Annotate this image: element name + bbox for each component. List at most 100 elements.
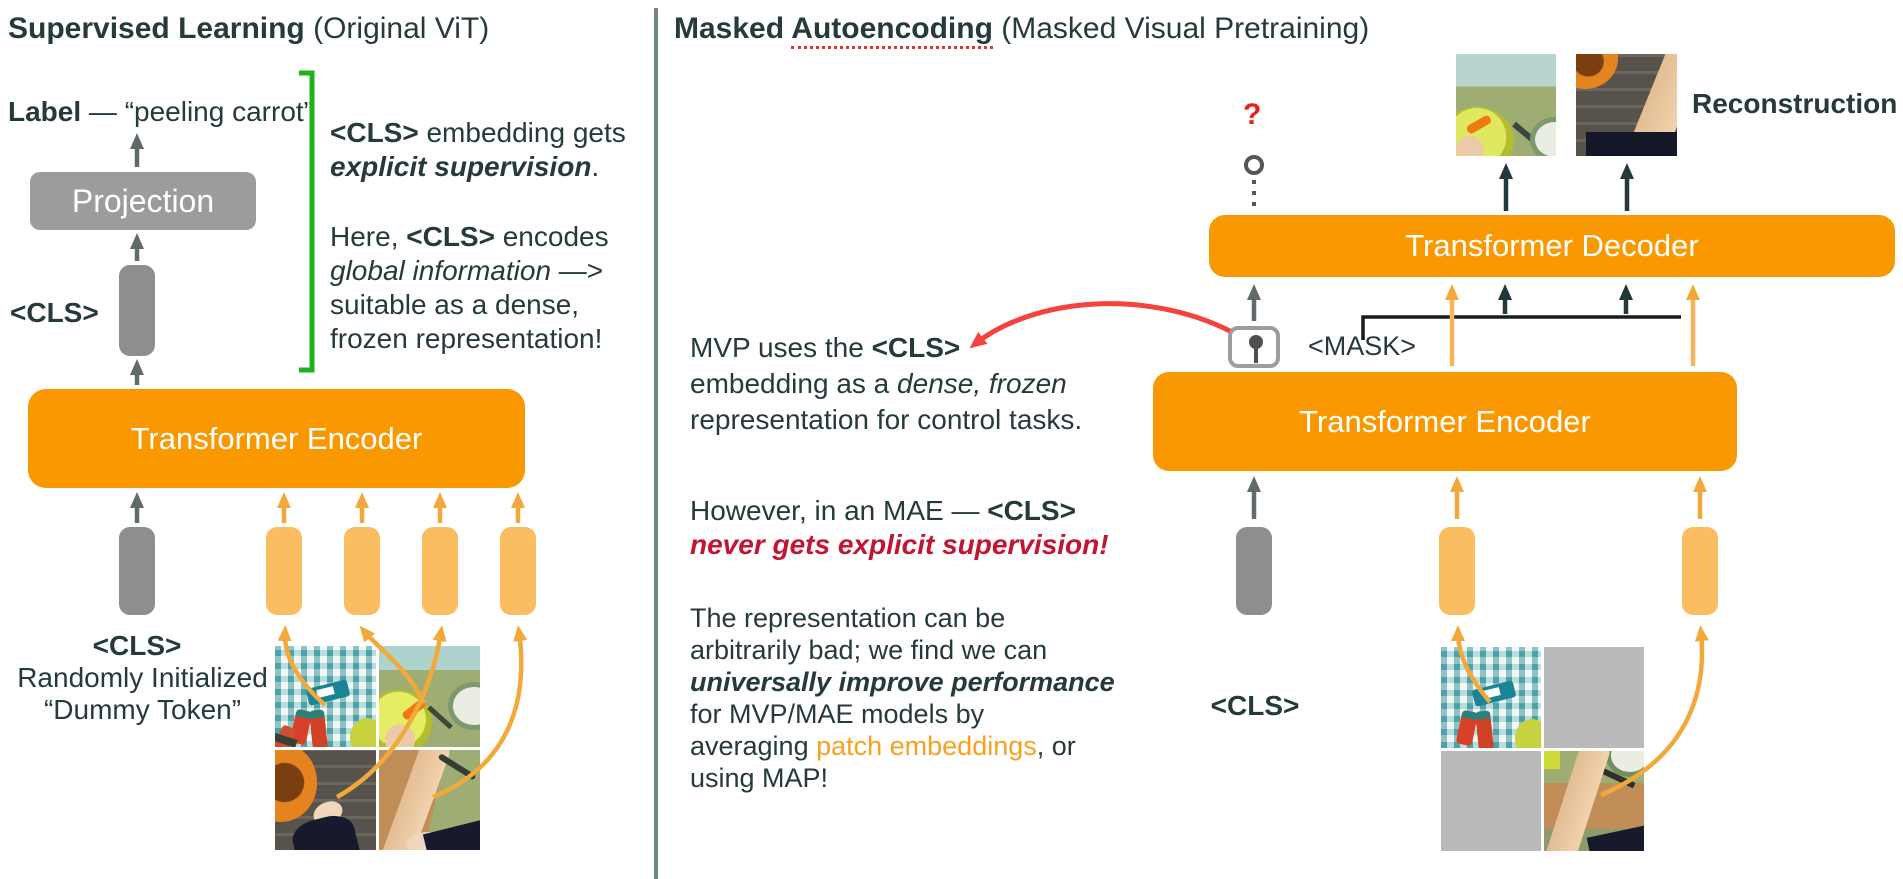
note-text: embedding gets bbox=[418, 117, 626, 148]
reconstruction-label: Reconstruction bbox=[1692, 88, 1898, 119]
cls-tag: <CLS> bbox=[330, 117, 419, 148]
left-note-line3: Here, <CLS> encodes bbox=[330, 220, 660, 254]
curve-patch1 bbox=[277, 625, 327, 707]
pin-stem bbox=[1254, 347, 1258, 363]
left-note-line5: suitable as a dense, bbox=[330, 289, 580, 320]
improve-line6: using MAP! bbox=[690, 763, 829, 793]
left-note-line4: global information —> bbox=[330, 254, 660, 288]
improve-line4: for MVP/MAE models by bbox=[690, 699, 985, 729]
patch-token-1 bbox=[266, 527, 302, 615]
improve-line2: arbitrarily bad; we find we can bbox=[690, 635, 1048, 665]
decoder-box: Transformer Decoder bbox=[1209, 215, 1895, 277]
projection-box: Projection bbox=[30, 172, 256, 230]
mae-note-line1: However, in an MAE — <CLS> bbox=[690, 494, 1120, 528]
question-mark: ? bbox=[1243, 98, 1262, 131]
left-title-rest: (Original ViT) bbox=[304, 12, 490, 45]
panel-divider bbox=[654, 8, 658, 879]
bowl-edge-shape bbox=[1515, 719, 1541, 748]
curve-visible-patch1 bbox=[1451, 625, 1492, 704]
cls-bottom-label: <CLS> bbox=[92, 630, 182, 661]
note-text: , or bbox=[1036, 731, 1076, 761]
left-note-line6: frozen representation! bbox=[330, 323, 603, 354]
image-patch-stove bbox=[275, 749, 376, 850]
improve-line5: averaging patch embeddings, or bbox=[690, 730, 1130, 762]
reconstruction-image-1 bbox=[1456, 54, 1556, 156]
image-patch-board bbox=[379, 749, 480, 850]
cls-right-label: <CLS> bbox=[1210, 690, 1300, 721]
mvp-note-line2: embedding as a dense, frozen bbox=[690, 366, 1120, 402]
label-value: — “peeling carrot” bbox=[81, 96, 314, 127]
cls-tag: <CLS> bbox=[871, 332, 961, 363]
left-panel-title: Supervised Learning (Original ViT) bbox=[8, 12, 489, 46]
cls-pin-box bbox=[1228, 326, 1280, 368]
left-title-bold: Supervised Learning bbox=[8, 12, 305, 45]
visible-patch-token-2 bbox=[1682, 527, 1718, 615]
note-emph: dense, frozen bbox=[897, 368, 1067, 399]
encoder-box-right: Transformer Encoder bbox=[1153, 372, 1737, 471]
label-caption: Label — “peeling carrot” bbox=[8, 96, 313, 128]
mvp-note-line3: representation for control tasks. bbox=[690, 404, 1083, 435]
patch-embeddings-highlight: patch embeddings bbox=[816, 731, 1037, 761]
bowl-edge-shape bbox=[1544, 750, 1560, 769]
improve-line1: The representation can be bbox=[690, 603, 1006, 633]
curve-patch2 bbox=[359, 625, 427, 705]
right-title-bold1: Masked bbox=[674, 12, 792, 45]
mvp-note-line1: MVP uses the <CLS> bbox=[690, 330, 1120, 366]
plate-shape bbox=[447, 682, 480, 731]
cls-caption-2: “Dummy Token” bbox=[43, 694, 242, 725]
curve-patch4 bbox=[432, 625, 528, 800]
note-emph: global information bbox=[330, 255, 552, 286]
red-cls-usage-arrow bbox=[969, 301, 1232, 349]
cls-token-right bbox=[1236, 527, 1272, 615]
cls-tag: <CLS> bbox=[406, 221, 495, 252]
encoder-left-label: Transformer Encoder bbox=[130, 420, 423, 456]
image-patch-tiles bbox=[1441, 647, 1541, 748]
cls-token-top bbox=[119, 265, 155, 356]
cls-tag: <CLS> bbox=[987, 495, 1076, 526]
improve-note: The representation can be arbitrarily ba… bbox=[690, 602, 1130, 794]
mvp-note: MVP uses the <CLS> embedding as a dense,… bbox=[690, 330, 1120, 438]
note-text: . bbox=[591, 151, 600, 182]
note-text: However, in an MAE — bbox=[690, 495, 988, 526]
note-text: averaging bbox=[690, 731, 817, 761]
note-text: embedding as a bbox=[690, 368, 898, 399]
reconstruction-image-2 bbox=[1576, 54, 1677, 156]
improve-line3: universally improve performance bbox=[690, 667, 1115, 697]
sleeve-shape bbox=[1586, 131, 1677, 156]
pin-icon bbox=[1249, 335, 1263, 349]
label-word: Label bbox=[8, 96, 82, 127]
cls-output-circle bbox=[1244, 155, 1264, 175]
green-bracket bbox=[299, 70, 315, 373]
mae-note: However, in an MAE — <CLS> never gets ex… bbox=[690, 494, 1120, 562]
masked-patch-gray bbox=[1441, 750, 1541, 851]
masked-patch-gray bbox=[1544, 647, 1644, 748]
mask-bracket-line bbox=[1361, 315, 1681, 340]
patch-token-4 bbox=[500, 527, 536, 615]
note-text: MVP uses the bbox=[690, 332, 872, 363]
curve-patch3 bbox=[335, 625, 447, 799]
note-emph: explicit supervision bbox=[330, 151, 592, 182]
note-text: encodes bbox=[494, 221, 609, 252]
bowl-edge-shape bbox=[349, 718, 376, 747]
masked-image-grid bbox=[1441, 647, 1644, 851]
cls-caption-1: Randomly Initialized bbox=[17, 662, 268, 693]
projection-label: Projection bbox=[71, 182, 215, 219]
patch-token-3 bbox=[422, 527, 458, 615]
encoder-right-label: Transformer Encoder bbox=[1299, 403, 1591, 439]
left-note-line2: explicit supervision. bbox=[330, 150, 660, 184]
cls-top-label: <CLS> bbox=[10, 297, 99, 328]
encoder-box-left: Transformer Encoder bbox=[28, 389, 525, 488]
right-title-bold2: Autoencoding bbox=[791, 12, 993, 49]
cls-token-bottom bbox=[119, 527, 155, 615]
left-note-line1: <CLS> embedding gets bbox=[330, 116, 660, 150]
decoder-label: Transformer Decoder bbox=[1405, 228, 1699, 263]
visible-patch-token-1 bbox=[1439, 527, 1475, 615]
note-text: —> bbox=[551, 255, 604, 286]
mae-note-warning: never gets explicit supervision! bbox=[690, 529, 1109, 560]
left-note: <CLS> embedding gets explicit supervisio… bbox=[330, 116, 660, 356]
image-patch-arm bbox=[1544, 750, 1644, 851]
patch-token-2 bbox=[344, 527, 380, 615]
curve-visible-patch2 bbox=[1600, 625, 1709, 798]
